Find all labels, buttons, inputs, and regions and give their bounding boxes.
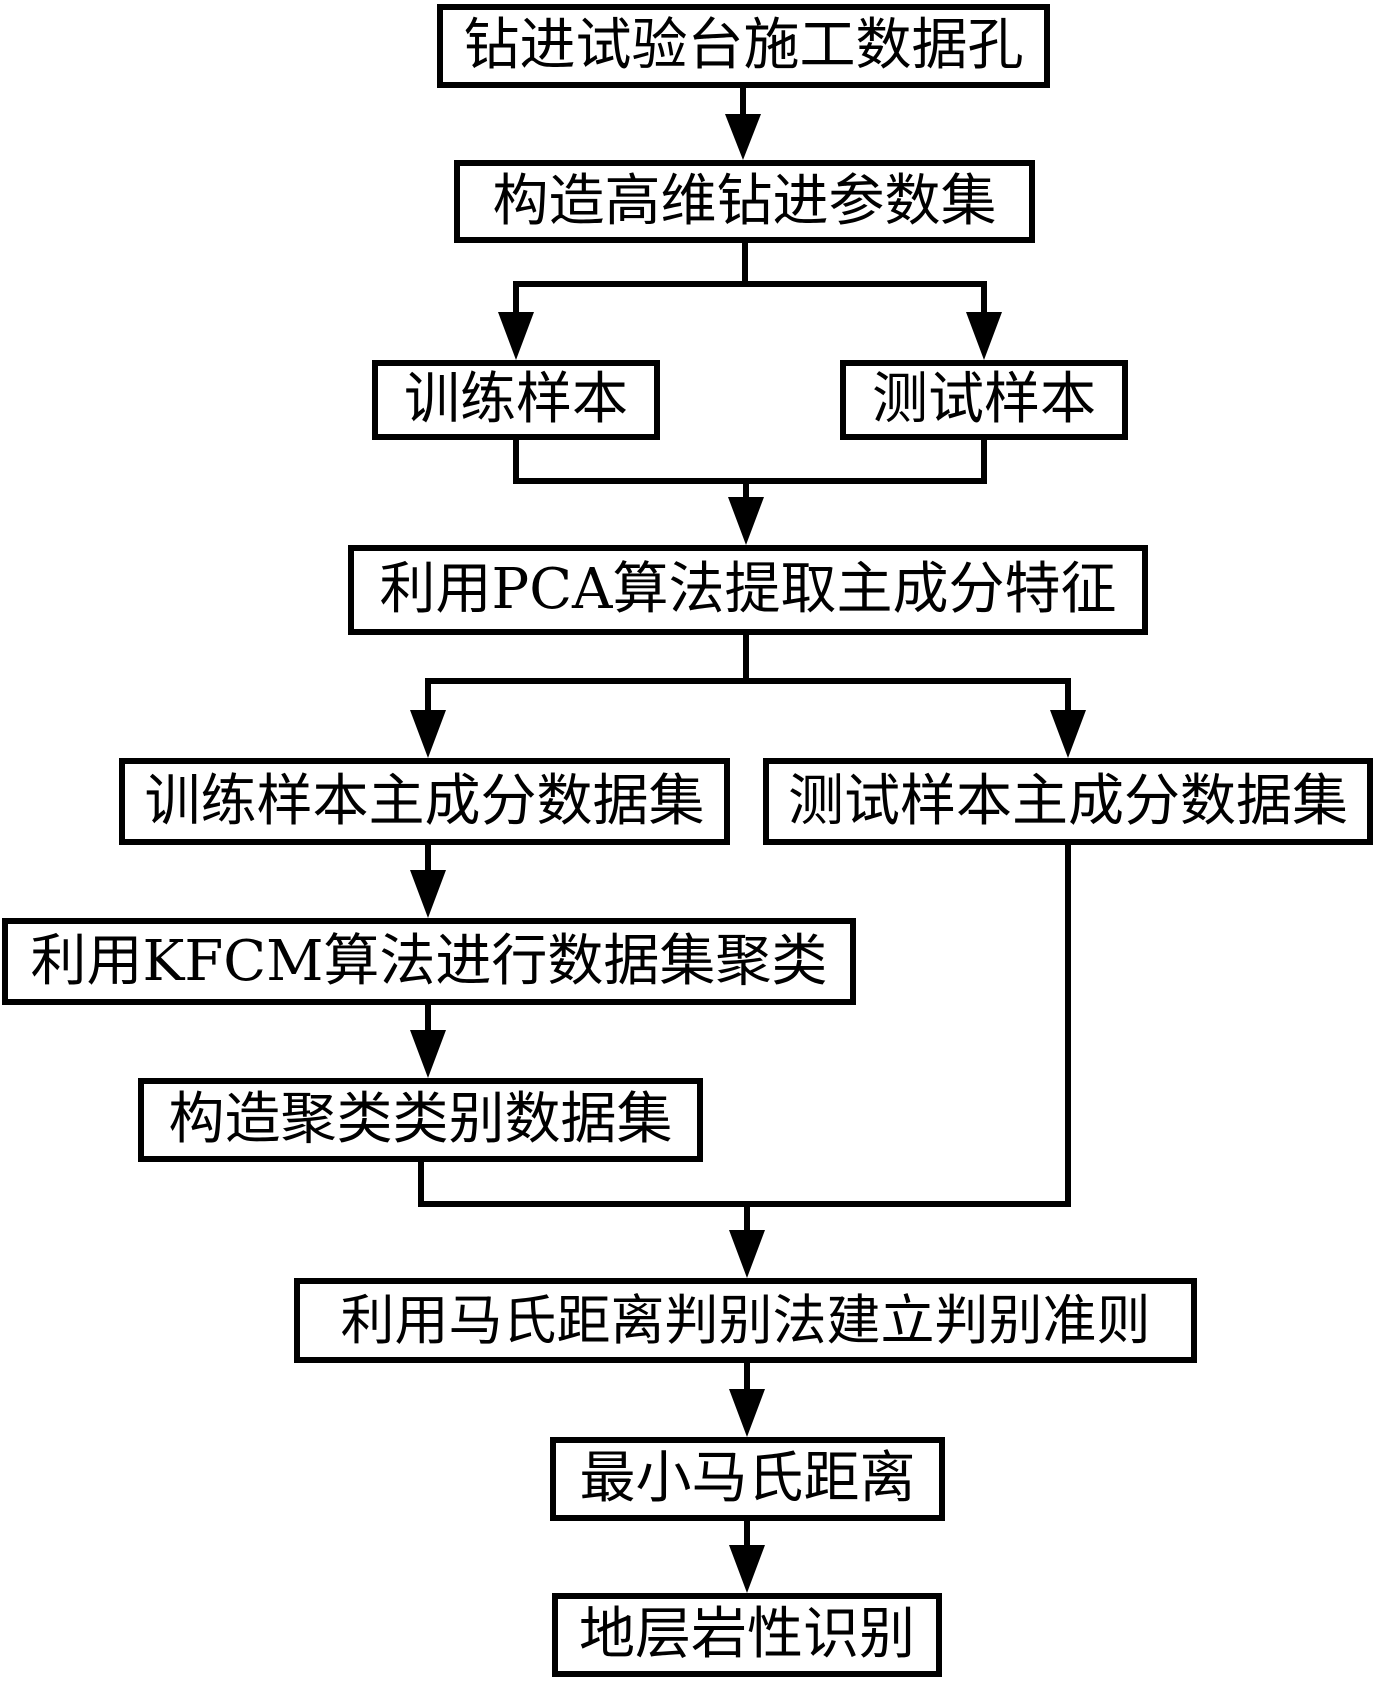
node-pca: 利用PCA算法提取主成分特征	[348, 545, 1148, 635]
connector-trainpc-to-kfcm	[410, 845, 446, 918]
arrowhead	[728, 497, 764, 545]
connector-kfcm-to-cluster	[410, 1005, 446, 1078]
node-min-distance: 最小马氏距离	[550, 1437, 945, 1521]
connector-mahalanobis-to-mindist	[729, 1363, 765, 1437]
connector-merge-to-mahalanobis	[418, 845, 1071, 1278]
connector-param-to-samples	[498, 243, 1002, 360]
arrowhead	[729, 1230, 765, 1278]
arrowhead	[498, 312, 534, 360]
arrowhead	[729, 1389, 765, 1437]
arrowhead	[725, 114, 761, 160]
node-test-samples: 测试样本	[840, 360, 1128, 440]
arrowhead	[966, 312, 1002, 360]
node-mahalanobis-rule: 利用马氏距离判别法建立判别准则	[294, 1278, 1197, 1363]
arrowhead	[729, 1545, 765, 1593]
node-cluster-dataset: 构造聚类类别数据集	[138, 1078, 703, 1162]
connector-mindist-to-lithology	[729, 1521, 765, 1593]
node-train-pc-dataset: 训练样本主成分数据集	[119, 758, 730, 845]
connector-samples-to-pca	[513, 440, 987, 545]
node-lithology-id: 地层岩性识别	[552, 1593, 942, 1677]
node-parameter-set: 构造高维钻进参数集	[454, 160, 1035, 243]
connector-source-to-param	[725, 88, 761, 160]
node-source-hole: 钻进试验台施工数据孔	[437, 4, 1050, 88]
arrowhead	[410, 710, 446, 758]
node-test-pc-dataset: 测试样本主成分数据集	[763, 758, 1373, 845]
arrowhead	[410, 1030, 446, 1078]
node-train-samples: 训练样本	[372, 360, 660, 440]
node-kfcm: 利用KFCM算法进行数据集聚类	[2, 918, 856, 1005]
connector-pca-split	[410, 635, 1086, 758]
arrowhead	[1050, 710, 1086, 758]
arrowhead	[410, 870, 446, 918]
